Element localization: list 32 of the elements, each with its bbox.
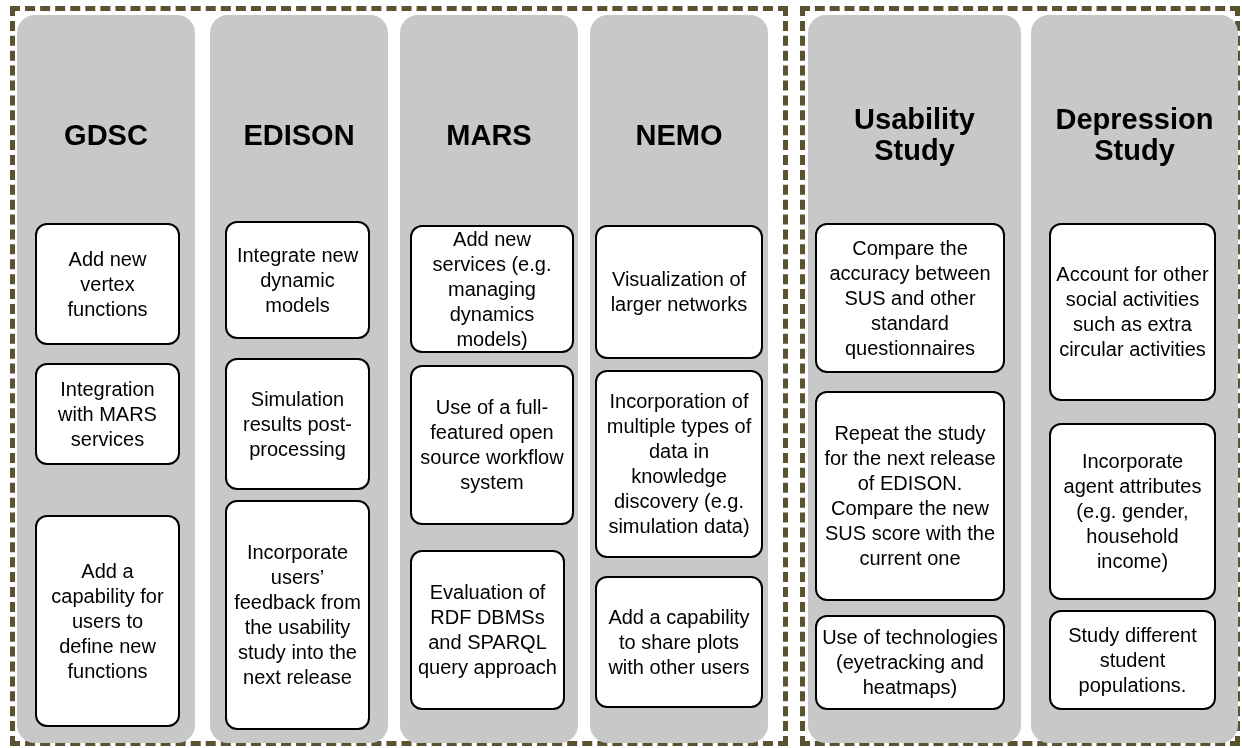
task-card: Add a capability for users to define new functions — [35, 515, 180, 727]
column-heading: Usability Study — [853, 104, 976, 166]
dashed-frame — [10, 6, 788, 746]
task-card: Add new services (e.g. managing dynamics models) — [410, 225, 574, 353]
task-card: Study different student populations. — [1049, 610, 1216, 710]
task-card: Compare the accuracy between SUS and other standard questionnaires — [815, 223, 1005, 373]
task-card: Incorporate agent attributes (e.g. gender, household income) — [1049, 423, 1216, 600]
column-heading: Depression Study — [1054, 104, 1215, 166]
task-card: Integrate new dynamic models — [225, 221, 370, 339]
column-panel — [808, 15, 1021, 743]
column-panel — [210, 15, 388, 743]
dashed-frame — [800, 6, 1240, 746]
task-card: Integration with MARS services — [35, 363, 180, 465]
task-card: Simulation results post-processing — [225, 358, 370, 490]
column-heading: EDISON — [243, 119, 355, 151]
task-card: Account for other social activities such as extra circular activities — [1049, 223, 1216, 401]
task-card: Use of technologies (eyetracking and heatmaps) — [815, 615, 1005, 710]
task-card: Evaluation of RDF DBMSs and SPARQL query approach — [410, 550, 565, 710]
task-card: Incorporate users’ feedback from the usability study into the next release — [225, 500, 370, 730]
task-card: Incorporation of multiple types of data in knowledge discovery (e.g. simulation data) — [595, 370, 763, 558]
column-heading: NEMO — [635, 119, 723, 151]
column-panel — [1031, 15, 1238, 743]
column-heading: MARS — [446, 119, 532, 151]
column-panel — [400, 15, 578, 743]
task-card: Use of a full-featured open source workflow system — [410, 365, 574, 525]
column-panel — [17, 15, 195, 743]
task-card: Repeat the study for the next release of EDISON. Compare the new SUS score with the current one — [815, 391, 1005, 601]
column-panel — [590, 15, 768, 743]
column-heading: GDSC — [64, 119, 148, 151]
task-card: Visualization of larger networks — [595, 225, 763, 359]
task-card: Add a capability to share plots with other users — [595, 576, 763, 708]
task-card: Add new vertex functions — [35, 223, 180, 345]
